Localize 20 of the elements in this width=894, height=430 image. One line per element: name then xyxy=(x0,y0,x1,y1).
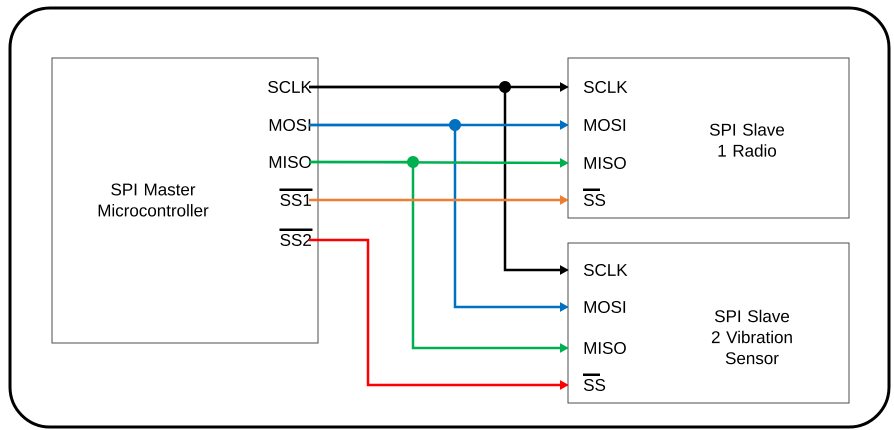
device-box xyxy=(52,58,318,344)
pin-label: MOSI xyxy=(584,118,626,132)
device-label: SPI Slave 2 Vibration Sensor xyxy=(712,310,792,364)
pin-label: SS1 xyxy=(280,194,311,206)
pin-label: MISO xyxy=(584,342,626,354)
device-label: SPI Master Microcontroller xyxy=(98,183,208,217)
pin-label: MOSI xyxy=(270,118,310,132)
frame xyxy=(8,6,890,428)
device-box xyxy=(568,242,850,404)
pin-label: SS xyxy=(584,194,606,206)
pin-label: MISO xyxy=(584,156,626,170)
pin-label: MISO xyxy=(270,156,311,168)
device-label: SPI Slave 1 Radio xyxy=(710,123,784,157)
pin-label: SS2 xyxy=(280,234,311,246)
pin-label: SCLK xyxy=(268,80,312,94)
pin-label: SCLK xyxy=(584,80,628,94)
pin-label: MOSI xyxy=(584,300,626,314)
pin-label: SCLK xyxy=(584,264,628,276)
pin-label: SS xyxy=(584,378,606,392)
device-box xyxy=(568,58,850,218)
